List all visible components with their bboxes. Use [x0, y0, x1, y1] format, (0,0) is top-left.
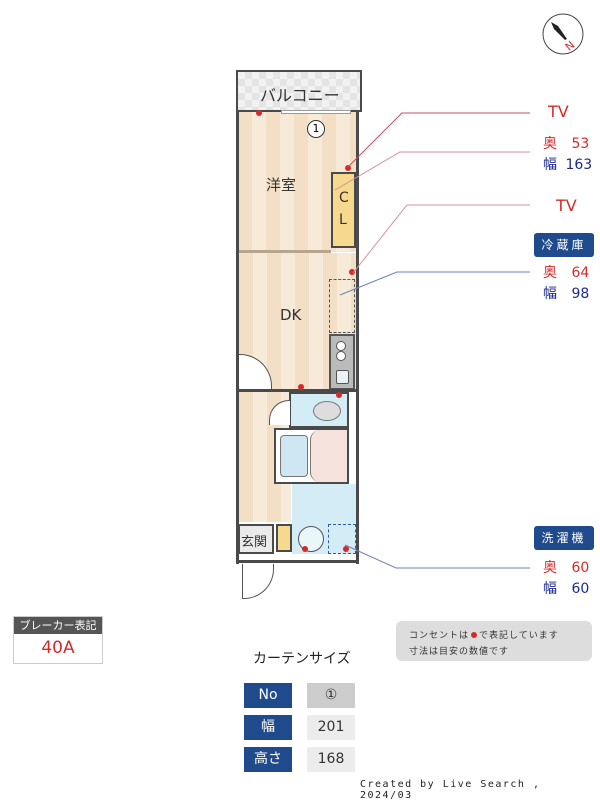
outlet-icon	[349, 269, 355, 275]
bathroom	[274, 428, 349, 484]
fridge-depth: 奥 64	[543, 265, 590, 281]
closet-label-l: L	[339, 212, 347, 228]
outlet-icon	[298, 384, 304, 390]
curtain-value-height: 168	[307, 747, 355, 772]
fridge-space	[329, 279, 355, 333]
washer-width: 幅 60	[543, 581, 590, 597]
note-text: で表記しています	[479, 631, 559, 641]
closet-label-c: C	[339, 190, 349, 206]
left-wall	[236, 112, 239, 564]
footer-credit: Created by Live Search , 2024/03	[360, 779, 541, 801]
tv1-title: TV	[548, 102, 569, 121]
curtain-value-width: 201	[307, 715, 355, 740]
western-room-label: 洋室	[266, 176, 297, 194]
breaker-box: ブレーカー表記 40A	[13, 616, 103, 664]
entrance: 玄関	[238, 524, 274, 554]
balcony-label: バルコニー	[260, 86, 340, 105]
note-box: コンセントはで表記しています 寸法は目安の数値です	[396, 621, 592, 661]
sliding-door	[239, 250, 331, 253]
washer-depth: 奥 60	[543, 560, 590, 576]
tv2-title: TV	[556, 196, 577, 215]
outlet-icon	[336, 392, 342, 398]
toilet	[289, 392, 349, 428]
breaker-value: 40A	[41, 638, 75, 658]
washer-badge: 洗濯機	[534, 526, 594, 550]
stove	[329, 334, 355, 390]
outlet-icon	[302, 546, 308, 552]
curtain-title: カーテンサイズ	[253, 651, 351, 667]
wall	[236, 389, 359, 392]
tv1-depth: 奥 53	[543, 136, 590, 152]
washer-space	[328, 524, 356, 554]
note-text: コンセントは	[409, 631, 470, 641]
outlet-icon	[471, 632, 478, 638]
breaker-header: ブレーカー表記	[14, 617, 102, 634]
curtain-header-width: 幅	[244, 715, 292, 740]
tv1-width: 幅 163	[543, 157, 593, 173]
entrance-label: 玄関	[241, 535, 268, 550]
floor-plan: バルコニー 1 洋室 C L DK 玄関	[236, 70, 362, 599]
right-wall	[356, 112, 359, 564]
curtain-header-no: No	[244, 683, 292, 708]
balcony: バルコニー	[236, 70, 362, 112]
dk-label: DK	[280, 306, 302, 324]
compass-icon: N	[542, 13, 584, 55]
curtain-marker: 1	[307, 120, 325, 138]
fridge-width: 幅 98	[543, 286, 590, 302]
window	[281, 110, 351, 114]
curtain-value-no: ①	[307, 683, 355, 708]
outlet-icon	[256, 110, 262, 116]
shoe-box	[276, 524, 292, 552]
note-text: 寸法は目安の数値です	[409, 647, 510, 657]
bottom-wall	[236, 560, 359, 563]
outlet-icon	[345, 165, 351, 171]
curtain-header-height: 高さ	[244, 747, 292, 772]
fridge-badge: 冷蔵庫	[534, 233, 594, 257]
compass: N	[541, 12, 585, 56]
outlet-icon	[343, 546, 349, 552]
